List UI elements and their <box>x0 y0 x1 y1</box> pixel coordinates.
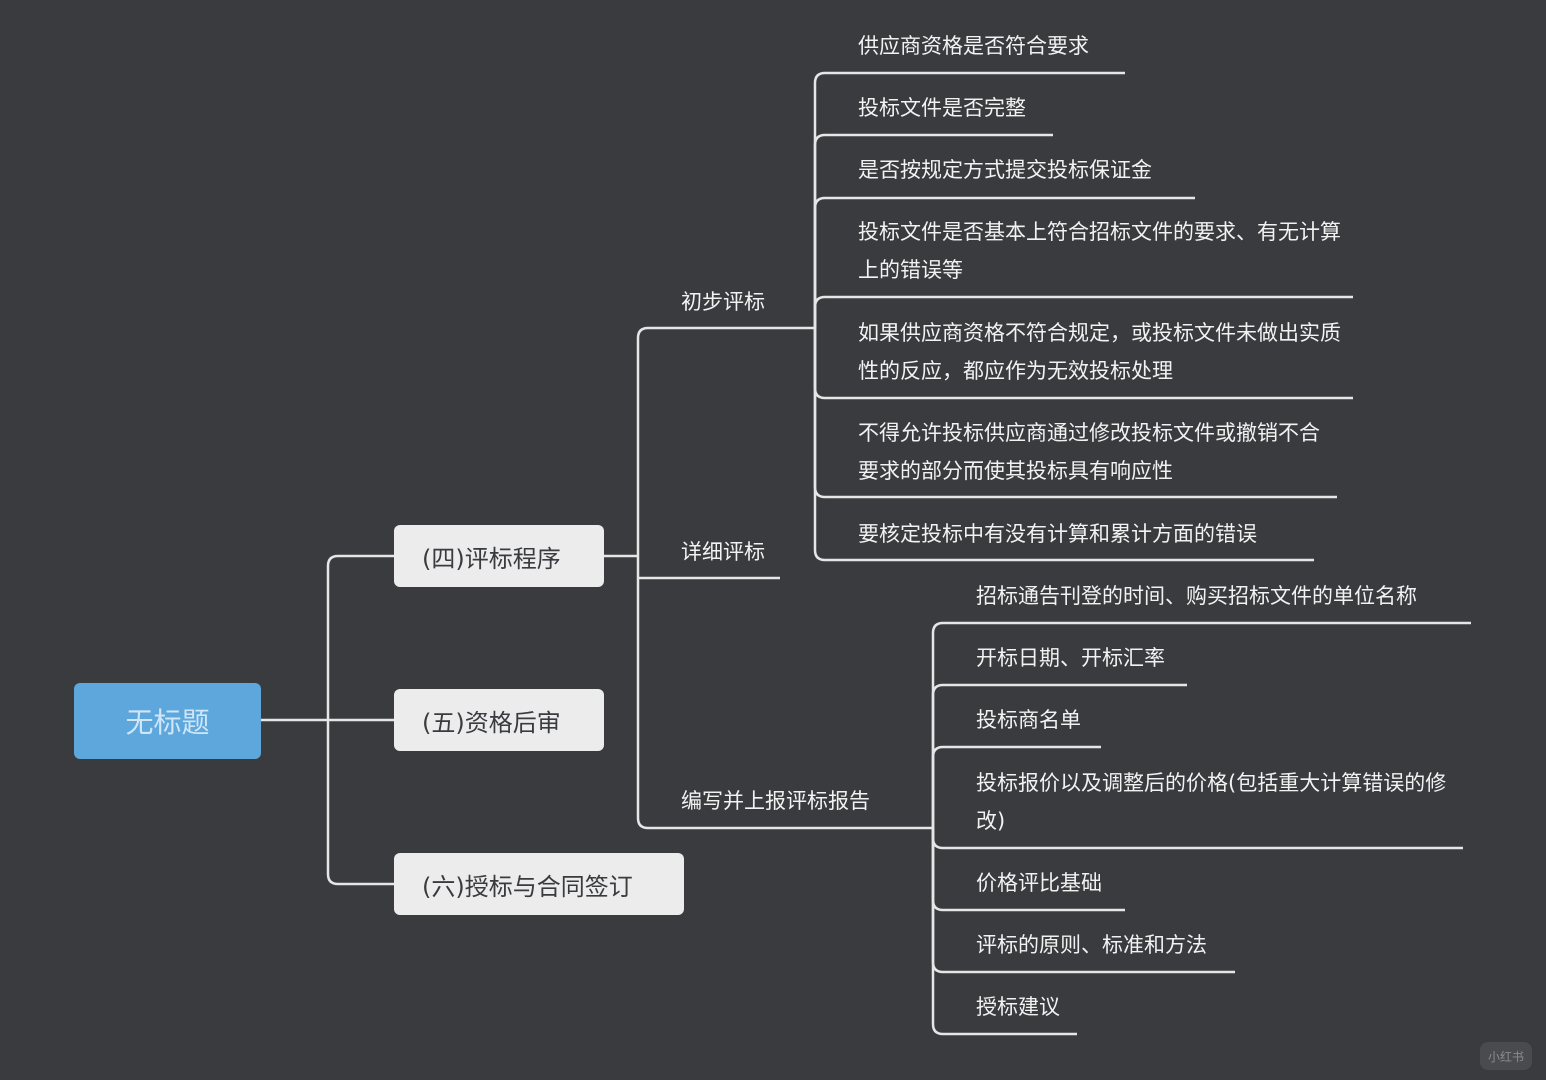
leaf-bidder-list[interactable]: 投标商名单 <box>976 708 1081 732</box>
leaf-price-basis[interactable]: 价格评比基础 <box>976 871 1102 895</box>
watermark-logo: 小红书 <box>1480 1042 1532 1070</box>
leaf-opening-date[interactable]: 开标日期、开标汇率 <box>976 646 1165 670</box>
leaf-supplier-qualification[interactable]: 供应商资格是否符合要求 <box>858 34 1089 58</box>
branch-award-and-contract[interactable]: (六)授标与合同签订 <box>394 853 684 915</box>
sub-evaluation-report[interactable]: 编写并上报评标报告 <box>681 789 870 813</box>
leaf-no-modification[interactable]: 不得允许投标供应商通过修改投标文件或撤销不合要求的部分而使其投标具有响应性 <box>858 421 1320 483</box>
leaf-award-recommendation[interactable]: 授标建议 <box>976 995 1060 1019</box>
leaf-evaluation-principles[interactable]: 评标的原则、标准和方法 <box>976 933 1207 957</box>
sub-detailed-evaluation[interactable]: 详细评标 <box>681 540 765 564</box>
leaf-basic-compliance[interactable]: 投标文件是否基本上符合招标文件的要求、有无计算上的错误等 <box>858 220 1341 282</box>
leaf-calculation-errors[interactable]: 要核定投标中有没有计算和累计方面的错误 <box>858 522 1257 546</box>
leaf-bid-bond[interactable]: 是否按规定方式提交投标保证金 <box>858 158 1152 182</box>
sub-preliminary-evaluation[interactable]: 初步评标 <box>681 290 765 314</box>
branch-post-qualification[interactable]: (五)资格后审 <box>394 689 604 751</box>
leaf-bid-price[interactable]: 投标报价以及调整后的价格(包括重大计算错误的修改) <box>976 771 1447 833</box>
branch-evaluation-procedure[interactable]: (四)评标程序 <box>394 525 604 587</box>
leaf-tender-notice[interactable]: 招标通告刊登的时间、购买招标文件的单位名称 <box>976 584 1417 608</box>
leaf-invalid-bid[interactable]: 如果供应商资格不符合规定，或投标文件未做出实质性的反应，都应作为无效投标处理 <box>858 321 1341 383</box>
root-node[interactable]: 无标题 <box>74 683 261 759</box>
leaf-document-complete[interactable]: 投标文件是否完整 <box>858 96 1026 120</box>
